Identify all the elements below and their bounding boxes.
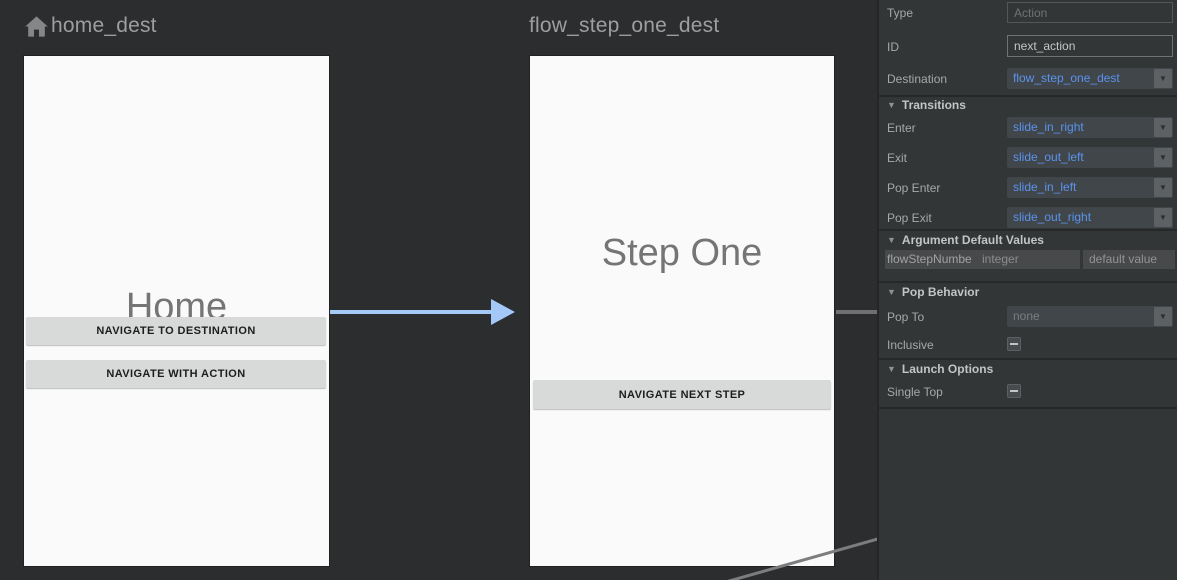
argument-type: integer — [982, 252, 1019, 266]
pop-to-combo-value: none — [1013, 309, 1040, 323]
indeterminate-dash-icon — [1010, 343, 1018, 345]
single-top-checkbox[interactable] — [1007, 384, 1021, 398]
id-label: ID — [887, 40, 899, 54]
section-title: Argument Default Values — [901, 233, 1044, 247]
destination-combo[interactable]: flow_step_one_dest ▼ — [1007, 68, 1173, 89]
section-divider — [879, 358, 1177, 360]
section-divider — [879, 95, 1177, 97]
destination-title: home_dest — [51, 14, 157, 37]
home-icon — [25, 15, 48, 37]
enter-combo[interactable]: slide_in_right ▼ — [1007, 117, 1173, 138]
enter-label: Enter — [887, 121, 916, 135]
pop-enter-label: Pop Enter — [887, 181, 941, 195]
enter-combo-value: slide_in_right — [1013, 120, 1084, 134]
pop-to-combo[interactable]: none ▼ — [1007, 306, 1173, 327]
section-divider — [879, 407, 1177, 409]
inclusive-checkbox[interactable] — [1007, 337, 1021, 351]
destination-title: flow_step_one_dest — [529, 14, 720, 37]
argument-default-value-field[interactable]: default value — [1083, 250, 1175, 269]
chevron-down-icon[interactable]: ▼ — [1154, 307, 1172, 326]
inclusive-label: Inclusive — [887, 338, 934, 352]
destination-combo-value: flow_step_one_dest — [1013, 71, 1120, 85]
chevron-down-icon[interactable]: ▼ — [1154, 69, 1172, 88]
destination-header-home[interactable]: home_dest — [23, 11, 157, 41]
type-label: Type — [887, 6, 914, 20]
preview-button: NAVIGATE WITH ACTION — [26, 360, 326, 388]
destination-preview-home[interactable]: Home NAVIGATE TO DESTINATION NAVIGATE WI… — [24, 56, 329, 566]
section-argument-defaults[interactable]: ▼ Argument Default Values — [887, 233, 1044, 247]
pop-enter-combo[interactable]: slide_in_left ▼ — [1007, 177, 1173, 198]
section-divider — [879, 229, 1177, 231]
pop-exit-combo-value: slide_out_right — [1013, 210, 1092, 224]
section-title: Launch Options — [901, 362, 994, 376]
pop-exit-label: Pop Exit — [887, 211, 932, 225]
collapse-triangle-icon: ▼ — [887, 364, 896, 374]
pop-exit-combo[interactable]: slide_out_right ▼ — [1007, 207, 1173, 228]
section-pop-behavior[interactable]: ▼ Pop Behavior — [887, 285, 979, 299]
section-title: Pop Behavior — [901, 285, 980, 299]
attributes-panel: Type Action ID next_action Destination f… — [877, 0, 1177, 580]
pop-enter-combo-value: slide_in_left — [1013, 180, 1077, 194]
destination-preview-flow-step-one[interactable]: Step One NAVIGATE NEXT STEP — [530, 56, 834, 566]
single-top-label: Single Top — [887, 385, 943, 399]
destination-header-flow-step-one[interactable]: flow_step_one_dest — [529, 11, 719, 41]
section-divider — [879, 281, 1177, 283]
argument-name: flowStepNumbe — [887, 252, 972, 266]
arrowhead-icon — [491, 299, 515, 325]
action-edge-arrow[interactable] — [330, 299, 515, 325]
exit-combo[interactable]: slide_out_left ▼ — [1007, 147, 1173, 168]
id-field[interactable]: next_action — [1007, 35, 1173, 57]
chevron-down-icon[interactable]: ▼ — [1154, 208, 1172, 227]
exit-label: Exit — [887, 151, 908, 165]
section-launch-options[interactable]: ▼ Launch Options — [887, 362, 993, 376]
chevron-down-icon[interactable]: ▼ — [1154, 178, 1172, 197]
screen-title: Step One — [601, 232, 763, 274]
collapse-triangle-icon: ▼ — [887, 287, 896, 297]
preview-button: NAVIGATE TO DESTINATION — [26, 317, 326, 345]
exit-combo-value: slide_out_left — [1013, 150, 1084, 164]
destination-label: Destination — [887, 72, 948, 86]
section-transitions[interactable]: ▼ Transitions — [887, 98, 966, 112]
nav-graph-canvas[interactable]: home_dest flow_step_one_dest Home NAVIGA… — [0, 0, 877, 580]
preview-button: NAVIGATE NEXT STEP — [533, 380, 831, 409]
indeterminate-dash-icon — [1010, 390, 1018, 392]
type-field[interactable]: Action — [1007, 2, 1173, 23]
chevron-down-icon[interactable]: ▼ — [1154, 118, 1172, 137]
collapse-triangle-icon: ▼ — [887, 100, 896, 110]
argument-name-type-cell[interactable]: flowStepNumbe integer — [885, 250, 1080, 269]
collapse-triangle-icon: ▼ — [887, 235, 896, 245]
section-title: Transitions — [901, 98, 966, 112]
pop-to-label: Pop To — [887, 310, 925, 324]
chevron-down-icon[interactable]: ▼ — [1154, 148, 1172, 167]
